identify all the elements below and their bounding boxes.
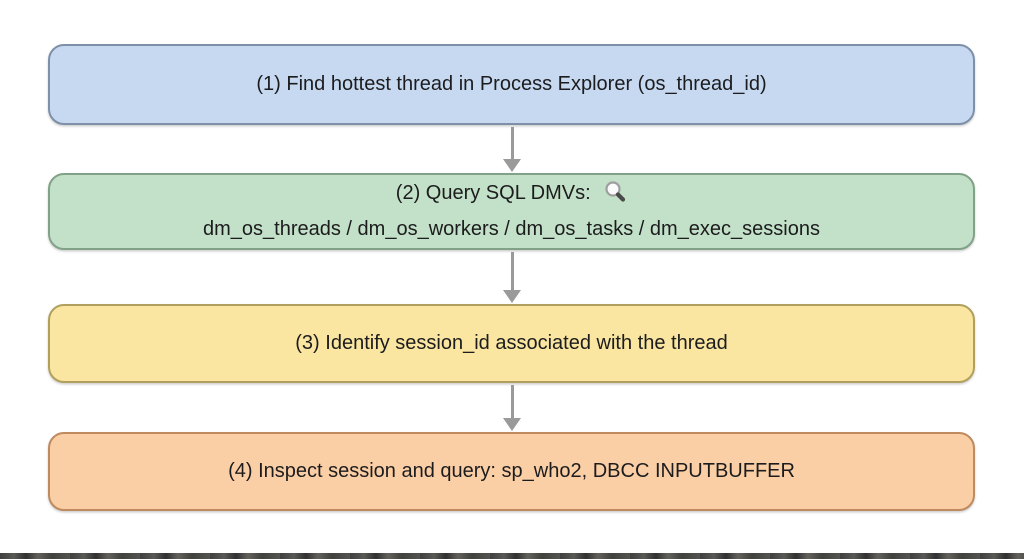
flow-step-2-text: (2) Query SQL DMVs: [395,182,591,204]
arrow-head-icon [503,290,521,303]
flow-step-1-label: (1) Find hottest thread in Process Explo… [256,73,767,95]
flow-step-3-box: (3) Identify session_id associated with … [48,304,975,383]
arrow-head-icon [503,418,521,431]
arrow-shaft [510,385,514,420]
connector-arrow-3 [503,385,521,431]
flow-step-1-box: (1) Find hottest thread in Process Explo… [48,44,975,125]
flow-step-4-label: (4) Inspect session and query: sp_who2, … [228,460,795,482]
flow-step-2-label-line1: (2) Query SQL DMVs: [396,178,627,214]
arrow-shaft [510,127,514,161]
bottom-edge-artifact [0,553,1024,559]
flow-step-3-label: (3) Identify session_id associated with … [295,332,728,354]
flow-step-4-box: (4) Inspect session and query: sp_who2, … [48,432,975,511]
flow-step-2-label-line2: dm_os_threads / dm_os_workers / dm_os_ta… [203,218,820,240]
flow-step-2-box: (2) Query SQL DMVs: dm_os_threads / dm_o… [48,173,975,250]
magnifying-glass-icon [603,180,627,214]
arrow-head-icon [503,159,521,172]
arrow-shaft [510,252,514,292]
connector-arrow-2 [503,252,521,303]
connector-arrow-1 [503,127,521,172]
